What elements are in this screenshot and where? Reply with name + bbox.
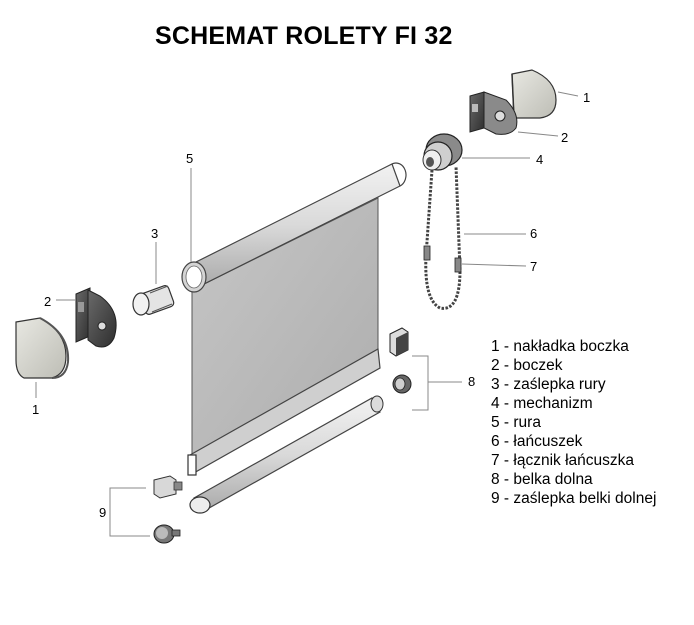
left-cover-part-1 [15, 317, 70, 379]
callout-2-left: 2 [44, 294, 52, 309]
chain-connector-part-7 [454, 257, 462, 273]
legend-item: 5 - rura [491, 414, 541, 431]
bottom-bar-plug-upper [153, 475, 183, 499]
legend-item: 2 - boczek [491, 357, 563, 374]
bottom-bar-part-8 [189, 395, 384, 514]
fabric-bottom-rail [187, 348, 381, 476]
legend-item: 8 - belka dolna [491, 471, 593, 488]
callout-3: 3 [151, 226, 159, 241]
chain-part-6 [423, 165, 462, 310]
parts-legend: 1 - nakładka boczka 2 - boczek 3 - zaśle… [491, 337, 656, 508]
bottom-bar-end-cap-upper [389, 327, 409, 357]
legend-item: 7 - łącznik łańcuszka [491, 452, 635, 469]
callout-1-left: 1 [32, 402, 40, 417]
callout-2-right: 2 [561, 130, 569, 145]
legend-item: 3 - zaślepka rury [491, 376, 606, 393]
tube-end-plug-part-3 [132, 285, 175, 316]
legend-item: 6 - łańcuszek [491, 433, 583, 450]
callout-7: 7 [530, 259, 538, 274]
bottom-bar-end-cap-lower [392, 374, 412, 394]
callout-5: 5 [186, 151, 194, 166]
bottom-bar-plug-lower [153, 524, 181, 544]
callout-8: 8 [468, 374, 476, 389]
right-cover-part-1 [511, 69, 557, 119]
diagram-title: SCHEMAT ROLETY FI 32 [155, 22, 453, 50]
legend-item: 4 - mechanizm [491, 395, 593, 412]
right-bracket-part-2 [469, 91, 518, 135]
callout-4: 4 [536, 152, 544, 167]
left-bracket-part-2 [75, 287, 117, 348]
leader-lines [35, 91, 579, 537]
mechanism-part-4 [422, 133, 463, 171]
callout-9: 9 [99, 505, 107, 520]
callout-6: 6 [530, 226, 538, 241]
legend-item: 9 - zaślepka belki dolnej [491, 490, 657, 507]
callout-1-right: 1 [583, 90, 591, 105]
legend-item: 1 - nakładka boczka [491, 338, 629, 355]
tube-part-5 [181, 162, 407, 293]
